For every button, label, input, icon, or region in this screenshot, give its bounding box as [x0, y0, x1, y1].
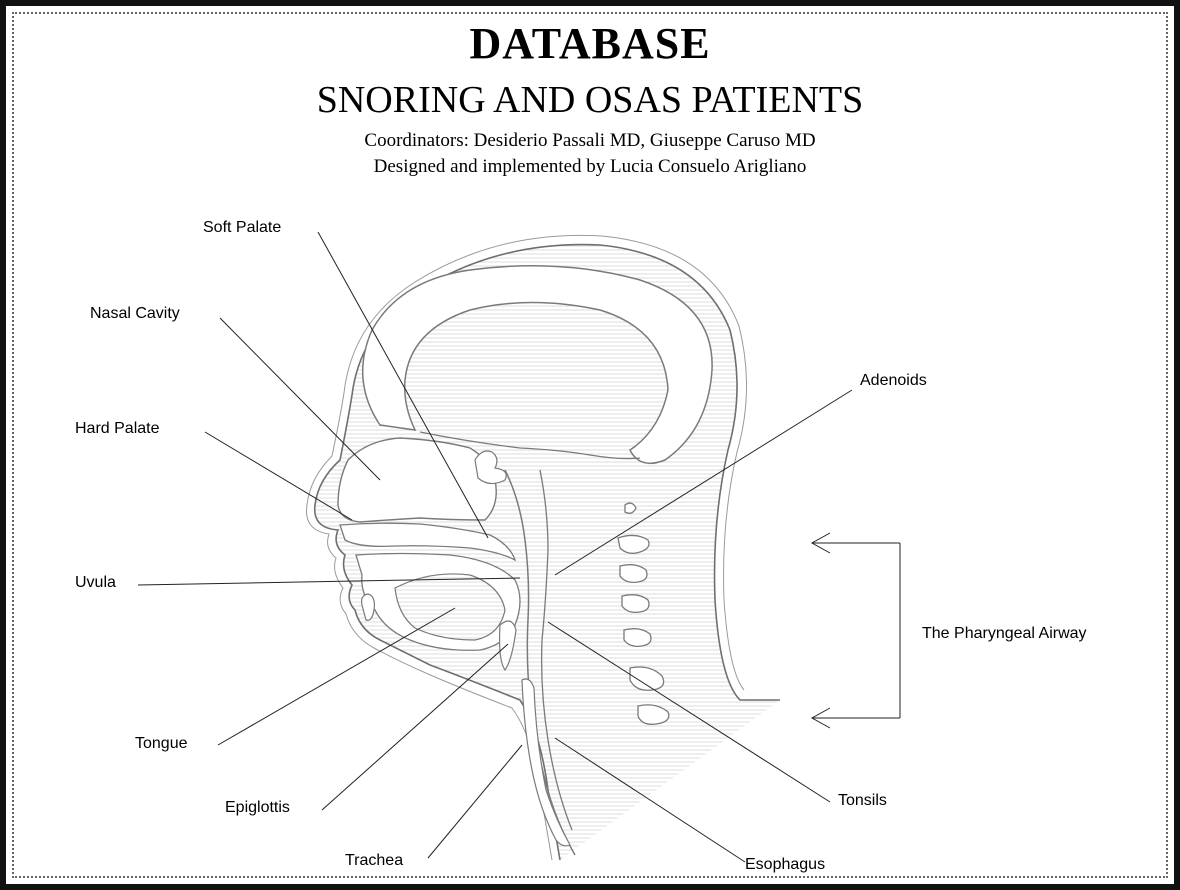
label-hard-palate: Hard Palate [75, 420, 160, 438]
label-esophagus: Esophagus [745, 856, 825, 874]
leader-trachea [428, 745, 522, 858]
label-tongue: Tongue [135, 735, 188, 753]
label-soft-palate: Soft Palate [203, 219, 281, 237]
label-epiglottis: Epiglottis [225, 799, 290, 817]
label-tonsils: Tonsils [838, 792, 887, 810]
label-uvula: Uvula [75, 574, 116, 592]
pharyngeal-airway-bracket [812, 533, 900, 728]
label-adenoids: Adenoids [860, 372, 927, 390]
label-nasal-cavity: Nasal Cavity [90, 305, 180, 323]
label-pharyngeal-airway: The Pharyngeal Airway [922, 625, 1087, 643]
leader-tongue [218, 608, 455, 745]
label-trachea: Trachea [345, 852, 403, 870]
